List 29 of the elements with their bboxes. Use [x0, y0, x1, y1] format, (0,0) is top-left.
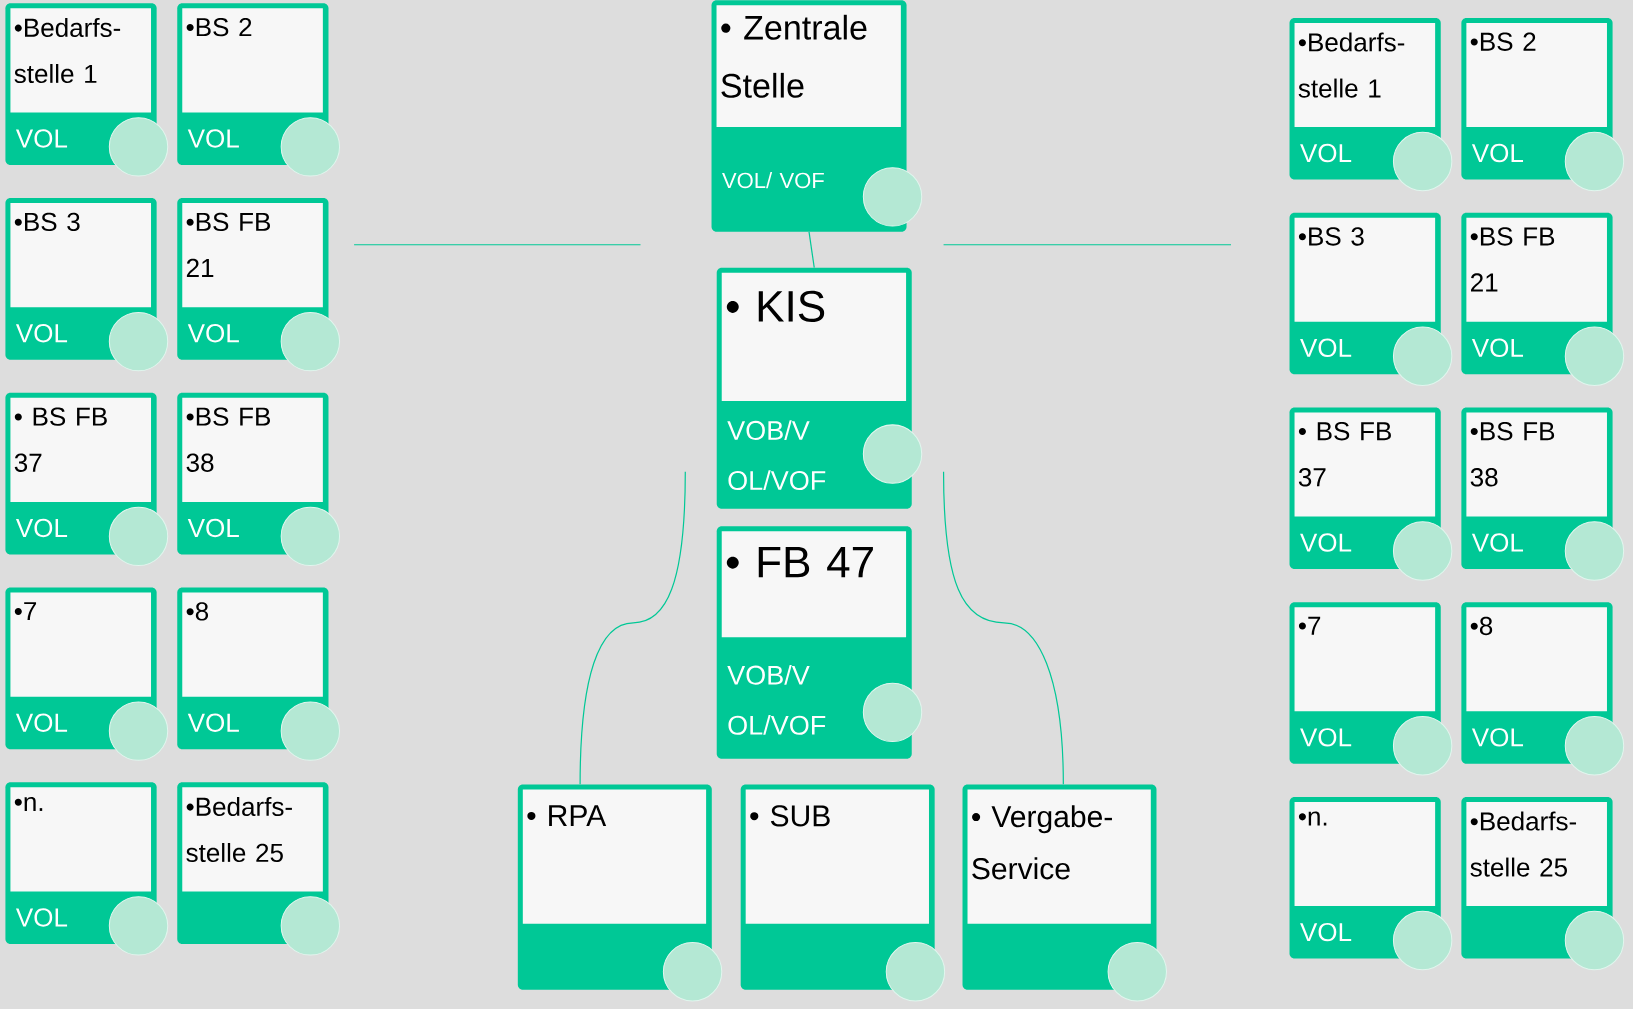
card: •BS FB 38 VOL [177, 392, 341, 566]
card: •BS 2 VOL [1461, 17, 1625, 192]
card: • Vergabe- Service [962, 784, 1167, 1002]
card: •8 VOL [1461, 602, 1625, 776]
connector-line [579, 471, 686, 785]
card: •Bedarfs- stelle 1 VOL [5, 3, 169, 177]
card: •BS FB 38 VOL [1461, 407, 1625, 581]
card: •n. VOL [5, 782, 169, 956]
card: • FB 47 VOB/V OL/VOF [716, 526, 923, 759]
connector-line [942, 471, 1064, 785]
card: • RPA [517, 784, 723, 1002]
card: •7 VOL [1289, 602, 1453, 776]
card: • BS FB 37 VOL [5, 392, 169, 566]
card: • SUB [740, 784, 946, 1002]
card: •BS 2 VOL [177, 3, 341, 177]
card: •n. VOL [1289, 796, 1453, 971]
card: •7 VOL [5, 587, 169, 761]
connector-line [808, 231, 815, 269]
card: • BS FB 37 VOL [1289, 407, 1453, 581]
card: • KIS VOB/V OL/VOF [716, 267, 923, 509]
card: •BS 3 VOL [5, 198, 169, 372]
card: •Bedarfs- stelle 25 [177, 782, 341, 956]
card: •Bedarfs- stelle 1 VOL [1289, 17, 1453, 192]
card: •Bedarfs- stelle 25 [1461, 796, 1625, 971]
card: •BS 3 VOL [1289, 212, 1453, 386]
card: •BS FB 21 VOL [1461, 212, 1625, 386]
card: • Zentrale Stelle VOL/ VOF [711, 0, 923, 232]
card: •BS FB 21 VOL [177, 198, 341, 372]
card: •8 VOL [177, 587, 341, 761]
